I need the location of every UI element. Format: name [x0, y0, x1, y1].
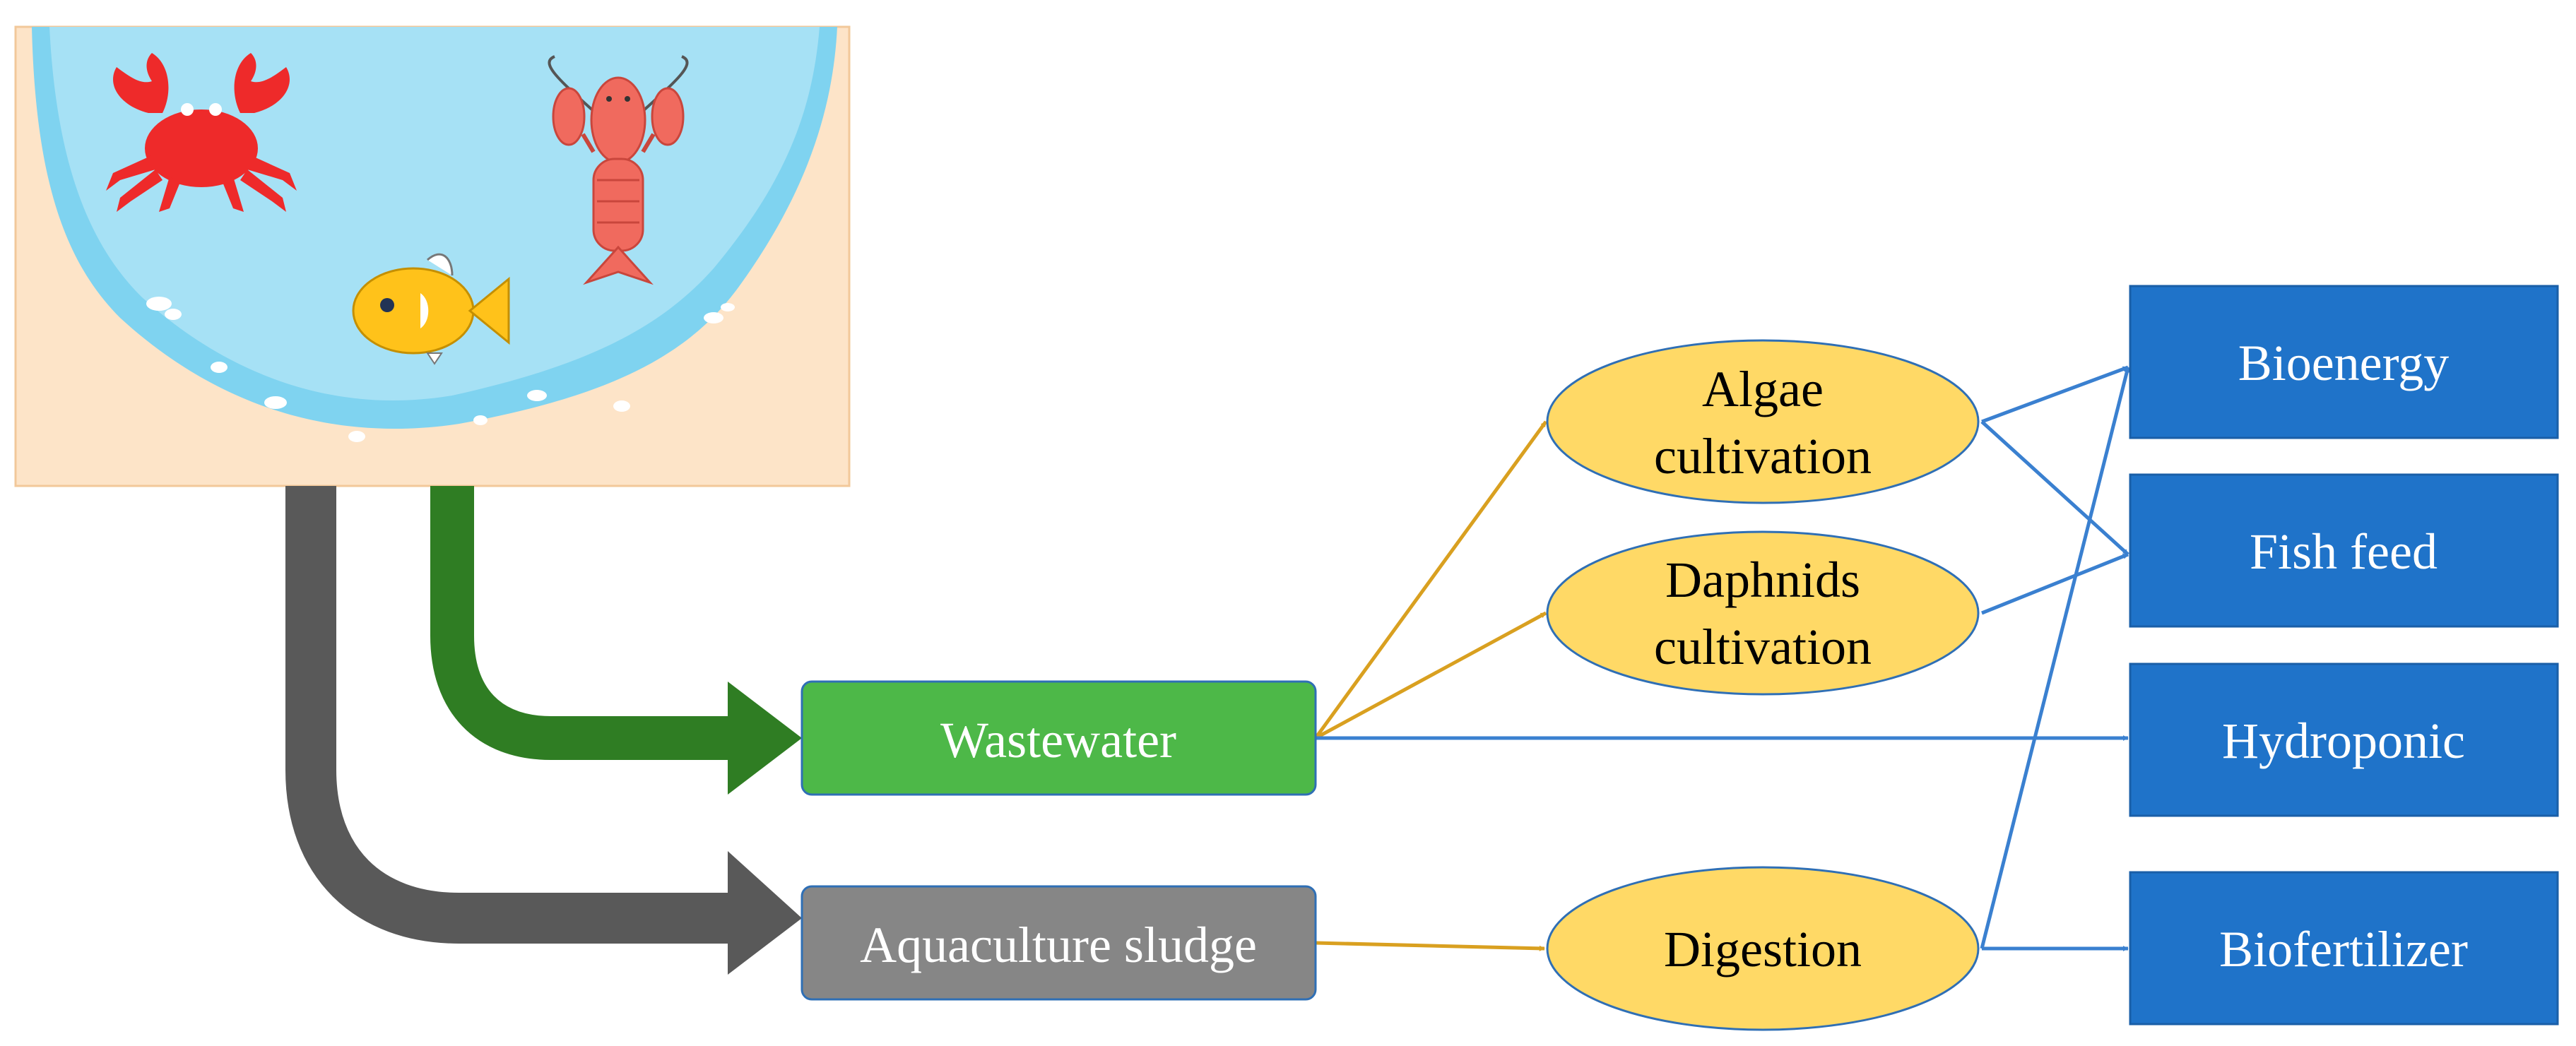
- sludge-to-digestion: [1315, 941, 1545, 951]
- wastewater-flow-arrow: [430, 486, 802, 795]
- daphnids-to-fishfeed: [1981, 552, 2129, 615]
- fish-feed-node: Fish feed: [2129, 473, 2559, 628]
- biofertilizer-label: Biofertilizer: [2219, 921, 2468, 977]
- algae-to-bioenergy: [1981, 365, 2129, 424]
- pond-foam: [146, 297, 735, 442]
- fish-icon: [352, 253, 510, 365]
- bioenergy-label: Bioenergy: [2238, 335, 2450, 391]
- daphnids-cultivation-node: Daphnids cultivation: [1546, 530, 1980, 696]
- wastewater-to-algae: [1313, 420, 1548, 739]
- bioenergy-node: Bioenergy: [2129, 285, 2559, 439]
- fish-feed-label: Fish feed: [2250, 523, 2438, 580]
- algae-label-line2: cultivation: [1654, 428, 1872, 485]
- biofertilizer-node: Biofertilizer: [2129, 871, 2559, 1026]
- digestion-to-bioenergy: [1980, 367, 2130, 949]
- hydroponic-label: Hydroponic: [2222, 713, 2465, 769]
- orange-connectors: [1313, 420, 1548, 951]
- daphnids-label-line2: cultivation: [1654, 619, 1872, 675]
- wastewater-to-daphnids: [1314, 611, 1547, 740]
- wastewater-node: Wastewater: [800, 680, 1317, 796]
- algae-cultivation-node: Algae cultivation: [1546, 339, 1980, 504]
- algae-to-fishfeed: [1980, 420, 2129, 556]
- digestion-node: Digestion: [1546, 866, 1980, 1031]
- hydroponic-node: Hydroponic: [2129, 662, 2559, 817]
- blue-connectors: [1316, 365, 2130, 951]
- algae-label-line1: Algae: [1702, 361, 1824, 417]
- lobster-icon: [548, 55, 689, 285]
- crab-icon: [106, 53, 297, 212]
- digestion-label: Digestion: [1664, 921, 1862, 977]
- wastewater-label: Wastewater: [940, 712, 1176, 768]
- daphnids-label-line1: Daphnids: [1665, 552, 1860, 608]
- sludge-flow-arrow: [285, 486, 802, 975]
- pond-illustration: [14, 25, 851, 487]
- aquaculture-sludge-node: Aquaculture sludge: [800, 885, 1317, 1001]
- aquaculture-sludge-label: Aquaculture sludge: [860, 917, 1257, 973]
